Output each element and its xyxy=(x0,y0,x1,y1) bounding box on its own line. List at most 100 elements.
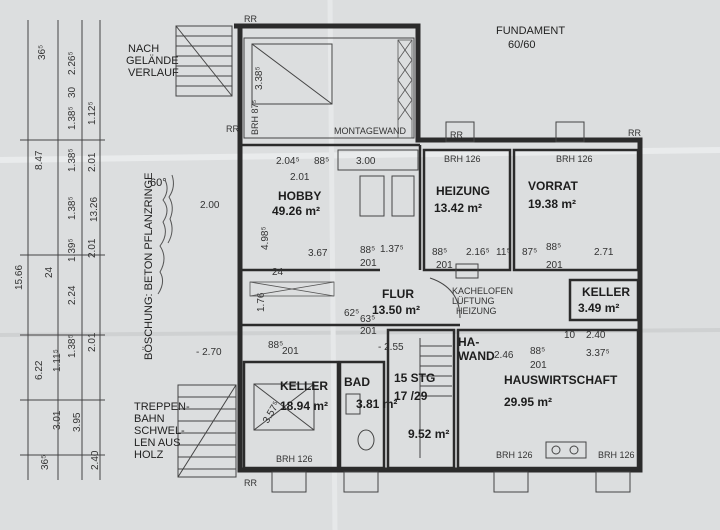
dim-left: 1.38⁵ xyxy=(67,106,78,130)
room-name-keller-small: KELLER xyxy=(582,285,630,299)
dim-left: 2.01 xyxy=(87,152,98,172)
paper-crease xyxy=(327,0,338,530)
dim-left: 2.40 xyxy=(90,450,101,470)
rr-marker: RR xyxy=(226,124,239,134)
brh-heizung: BRH 126 xyxy=(444,154,481,164)
note-kachelofen: KACHELOFEN xyxy=(452,286,513,296)
dim-201f: 201 xyxy=(282,346,299,357)
dim-885f: 88⁵ xyxy=(530,346,545,357)
rr-marker: RR xyxy=(450,130,463,140)
hatched-strip xyxy=(249,281,335,297)
dim-left: 1.39⁵ xyxy=(67,238,78,262)
dim-3375: 3.37⁵ xyxy=(586,348,610,359)
hobby-room xyxy=(240,143,422,272)
room-area-heizung: 13.42 m² xyxy=(434,201,482,215)
dim-201d: 201 xyxy=(546,260,563,271)
stairs-ratio: 17 /29 xyxy=(394,389,428,403)
dim-left: 36⁵ xyxy=(37,45,48,60)
room-area-hauswirtschaft: 29.95 m² xyxy=(504,395,552,409)
brh-keller: BRH 126 xyxy=(276,454,313,464)
note-treppe: TREPPEN- xyxy=(134,401,190,413)
dim-255: - 2.55 xyxy=(378,342,404,353)
dim-2045: 2.04⁵ xyxy=(276,156,300,167)
dim-left: 3.01 xyxy=(52,410,63,430)
heizung-room xyxy=(422,121,512,272)
room-name-heizung: HEIZUNG xyxy=(436,184,490,198)
note-montagewand: MONTAGEWAND xyxy=(334,126,406,136)
note-wand: WAND xyxy=(458,349,495,363)
dim-885c: 88⁵ xyxy=(432,247,447,258)
dim-left: 1.38⁵ xyxy=(67,148,78,172)
dim-200: 2.00 xyxy=(200,200,220,211)
rr-marker: RR xyxy=(244,14,257,24)
dim-201c: 201 xyxy=(436,260,453,271)
room-name-bad: BAD xyxy=(344,375,370,389)
dim-201e: 201 xyxy=(360,326,377,337)
dim-201b: 201 xyxy=(360,258,377,269)
dim-left: 1.12⁵ xyxy=(87,101,98,125)
room-area-hobby: 49.26 m² xyxy=(272,204,320,218)
room-area-flur: 13.50 m² xyxy=(372,303,420,317)
note-treppe: BAHN xyxy=(134,413,165,425)
note-nach: NACH xyxy=(128,43,159,55)
keller-large-room xyxy=(242,360,340,470)
dim-24: 24 xyxy=(272,267,284,278)
dim-367: 3.67 xyxy=(308,248,328,259)
note-gelaende: GELÄNDE xyxy=(126,55,179,67)
dim-271: 2.71 xyxy=(594,247,614,258)
note-treppe: SCHWEL- xyxy=(134,425,185,437)
dim-left: 8.47 xyxy=(34,150,45,170)
room-area-bad: 3.81 m² xyxy=(356,397,397,411)
room-area-stairs: 9.52 m² xyxy=(408,427,449,441)
vegetation-marks xyxy=(157,174,174,295)
rr-marker: RR xyxy=(244,478,257,488)
paper-crease xyxy=(0,147,720,163)
note-fundament: FUNDAMENT xyxy=(496,25,565,37)
room-name-keller-large: KELLER xyxy=(280,379,328,393)
dim-885b: 88⁵ xyxy=(360,245,375,256)
room-area-keller-large: 18.94 m² xyxy=(280,399,328,413)
note-treppe: HOLZ xyxy=(134,449,164,461)
dim-left: 1.38⁵ xyxy=(67,334,78,358)
room-name-flur: FLUR xyxy=(382,287,414,301)
note-lueftung: LÜFTUNG xyxy=(452,296,495,306)
dim-625: 62⁵ xyxy=(344,308,359,319)
dim-885e: 88⁵ xyxy=(268,340,283,351)
brh-top-left: BRH 87⁵ xyxy=(250,99,260,135)
room-name-vorrat: VORRAT xyxy=(528,179,578,193)
rr-marker: RR xyxy=(628,128,641,138)
dim-875: 87⁵ xyxy=(522,247,537,258)
dim-11: 11⁵ xyxy=(496,247,511,258)
room-name-hobby: HOBBY xyxy=(278,189,321,203)
note-ha-wand: HA- xyxy=(458,335,479,349)
room-name-hauswirtschaft: HAUSWIRTSCHAFT xyxy=(504,373,618,387)
dim-left: 30 xyxy=(67,86,78,98)
exterior-stair-bottom xyxy=(177,384,237,478)
note-angle: 60° xyxy=(150,177,167,189)
vorrat-room xyxy=(512,121,640,272)
brh-vorrat: BRH 126 xyxy=(556,154,593,164)
dim-498: 4.98⁵ xyxy=(260,226,271,250)
dim-240: 2.40 xyxy=(586,330,606,341)
dim-left: 2.24 xyxy=(67,285,78,305)
exterior-stair-top xyxy=(175,25,233,97)
room-area-keller-small: 3.49 m² xyxy=(578,301,619,315)
dim-left: 2.01 xyxy=(87,238,98,258)
dim-left: 36⁵ xyxy=(40,455,51,470)
dim-300: 3.00 xyxy=(356,156,376,167)
note-boeschung: BÖSCHUNG: BETON PFLANZRINGE xyxy=(143,173,155,360)
note-fundament-dim: 60/60 xyxy=(508,39,536,51)
flur-corridor xyxy=(240,263,479,327)
stairs-count: 15 STG xyxy=(394,371,435,385)
dim-1375: 1.37⁵ xyxy=(380,244,404,255)
note-verlauf: VERLAUF xyxy=(128,67,179,79)
dim-885: 88⁵ xyxy=(314,156,329,167)
left-dimension-lines xyxy=(20,20,105,480)
note-treppe: LEN AUS xyxy=(134,437,180,449)
note-heizung: HEIZUNG xyxy=(456,306,497,316)
dim-left-total: 15.66 xyxy=(14,265,25,290)
dim-635: 63⁵ xyxy=(360,314,375,325)
